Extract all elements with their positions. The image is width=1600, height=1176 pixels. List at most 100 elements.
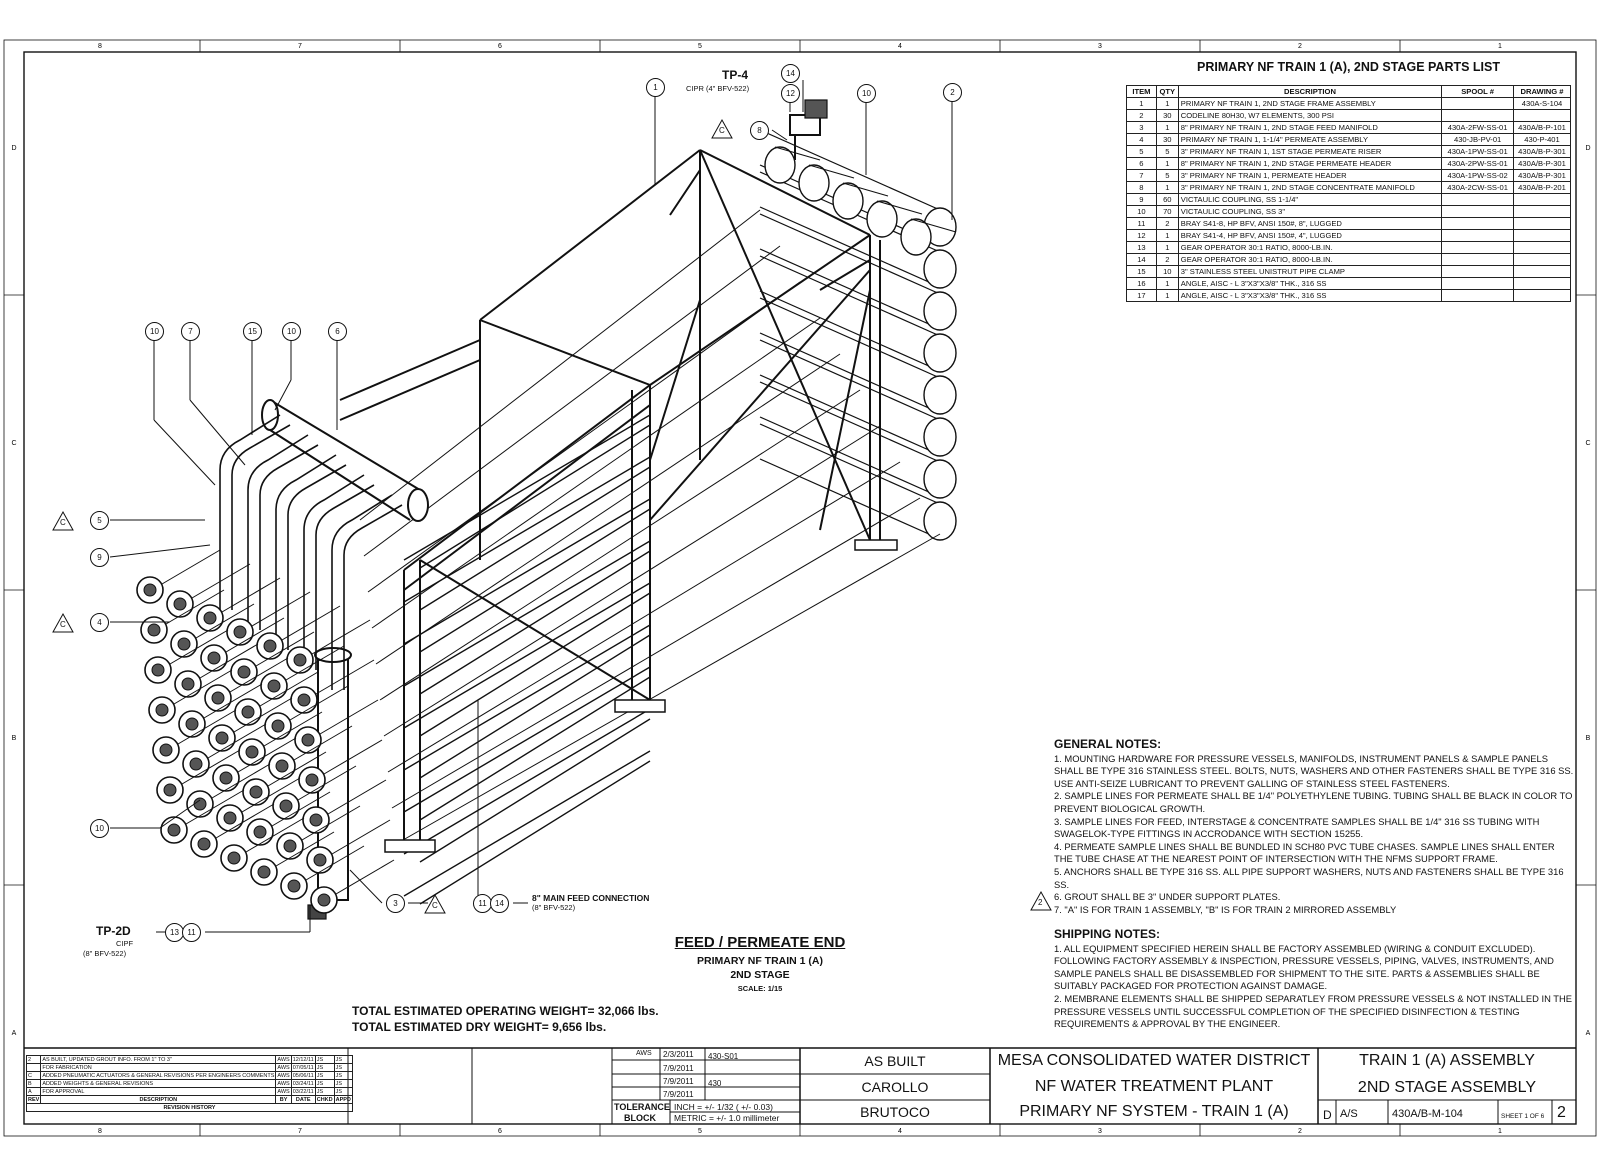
- grid-col-label: 8: [98, 43, 102, 50]
- item-balloon: 15: [243, 322, 262, 341]
- parts-list-cell: PRIMARY NF TRAIN 1, 2ND STAGE FRAME ASSE…: [1177, 97, 1443, 110]
- parts-list-cell: [1441, 193, 1515, 206]
- date-3: 7/9/2011: [663, 1077, 694, 1086]
- revision-cell: 03/24/11: [290, 1079, 316, 1088]
- general-note: 2. SAMPLE LINES FOR PERMEATE SHALL BE 1/…: [1054, 790, 1573, 814]
- tp2d-sub1: CIPF: [116, 939, 134, 948]
- revision-cell: JS: [314, 1055, 335, 1064]
- revision-cell: AWS: [275, 1087, 292, 1096]
- main-feed-label: 8" MAIN FEED CONNECTION: [532, 893, 650, 903]
- title-block-lines: [24, 1047, 1576, 1124]
- parts-list-cell: 70: [1155, 205, 1179, 218]
- shipping-notes-title: SHIPPING NOTES:: [1054, 927, 1161, 941]
- rev-tri-label: C: [60, 620, 66, 629]
- item-balloon: 9: [90, 548, 109, 567]
- item-balloon: 10: [145, 322, 164, 341]
- date-4: 7/9/2011: [663, 1090, 694, 1099]
- general-note: 7. "A" IS FOR TRAIN 1 ASSEMBLY, "B" IS F…: [1054, 903, 1397, 915]
- drawn-by: AWS: [636, 1050, 652, 1057]
- parts-list-cell: 3: [1126, 121, 1157, 134]
- parts-list-cell: [1513, 277, 1571, 290]
- item-balloon: 5: [90, 511, 109, 530]
- parts-list-cell: CODELINE 80H30, W7 ELEMENTS, 300 PSI: [1177, 109, 1443, 122]
- parts-list-cell: 430A-1PW-SS-02: [1441, 169, 1515, 182]
- parts-list-cell: 9: [1126, 193, 1157, 206]
- parts-list-cell: 1: [1155, 277, 1179, 290]
- parts-list-cell: 1: [1155, 157, 1179, 170]
- revision-cell: FOR APPROVAL: [40, 1087, 277, 1096]
- status: AS BUILT: [864, 1053, 926, 1069]
- revision-cell: JS: [314, 1071, 335, 1080]
- contractor: BRUTOCO: [860, 1104, 930, 1120]
- date-2: 7/9/2011: [663, 1064, 694, 1073]
- parts-list-cell: 430A/B-P-301: [1513, 157, 1571, 170]
- main-feed-sub: (8" BFV-522): [532, 903, 576, 912]
- parts-list-cell: 12: [1126, 229, 1157, 242]
- frame-assembly-drawing: [136, 99, 957, 920]
- parts-list-cell: 430-P-401: [1513, 133, 1571, 146]
- item-balloon: 6: [328, 322, 347, 341]
- revision-number: 2: [1557, 1104, 1566, 1121]
- revision-header: BY: [275, 1095, 292, 1104]
- project-line-3: PRIMARY NF SYSTEM - TRAIN 1 (A): [1019, 1103, 1289, 1120]
- grid-row-label: C: [11, 440, 16, 447]
- view-subtitle-2: 2ND STAGE: [730, 969, 790, 981]
- parts-list-cell: ANGLE, AISC - L 3"X3"X3/8" THK., 316 SS: [1177, 289, 1443, 302]
- parts-list-header: DRAWING #: [1513, 85, 1571, 98]
- parts-list-cell: [1513, 253, 1571, 266]
- revision-cell: 03/22/11: [290, 1087, 316, 1096]
- revision-header: CHKD: [314, 1095, 335, 1104]
- item-balloon: 14: [490, 894, 509, 913]
- parts-list-cell: [1513, 193, 1571, 206]
- drawing-title-1: TRAIN 1 (A) ASSEMBLY: [1359, 1052, 1535, 1069]
- parts-list-cell: [1441, 97, 1515, 110]
- parts-list-cell: 430A-2CW-SS-01: [1441, 181, 1515, 194]
- revision-cell: JS: [314, 1079, 335, 1088]
- grid-col-label: 3: [1098, 43, 1102, 50]
- leader-lines: [109, 80, 953, 933]
- parts-list-cell: ANGLE, AISC - L 3"X3"X3/8" THK., 316 SS: [1177, 277, 1443, 290]
- general-notes-title: GENERAL NOTES:: [1054, 737, 1162, 751]
- item-balloon: 3: [386, 894, 405, 913]
- revision-cell: AWS: [275, 1055, 292, 1064]
- grid-col-label: 7: [298, 43, 302, 50]
- grid-col-label: 1: [1498, 1128, 1502, 1135]
- parts-list-cell: 10: [1126, 205, 1157, 218]
- parts-list-cell: 14: [1126, 253, 1157, 266]
- item-balloon: 2: [943, 83, 962, 102]
- item-balloon: 7: [181, 322, 200, 341]
- general-note: 1. MOUNTING HARDWARE FOR PRESSURE VESSEL…: [1054, 752, 1574, 789]
- parts-list-cell: [1441, 109, 1515, 122]
- drawing-number: 430A/B-M-104: [1392, 1108, 1463, 1120]
- revision-triangles: [52, 118, 1052, 914]
- general-note: 5. ANCHORS SHALL BE TYPE 316 SS. ALL PIP…: [1054, 865, 1564, 890]
- parts-list-cell: 430A/B-P-201: [1513, 181, 1571, 194]
- item-balloon: 8: [750, 121, 769, 140]
- item-balloon: 11: [182, 923, 201, 942]
- parts-list-cell: 430A/B-P-301: [1513, 145, 1571, 158]
- parts-list-header: QTY: [1155, 85, 1179, 98]
- parts-list-cell: 5: [1126, 145, 1157, 158]
- rev-tri-label: C: [719, 126, 725, 135]
- tp2d-label: TP-2D: [96, 924, 131, 938]
- revision-cell: [25, 1063, 42, 1072]
- parts-list-cell: [1441, 265, 1515, 278]
- view-subtitle-1: PRIMARY NF TRAIN 1 (A): [697, 955, 823, 967]
- revision-cell: JS: [333, 1079, 353, 1088]
- parts-list-cell: [1441, 253, 1515, 266]
- parts-list-cell: [1513, 109, 1571, 122]
- parts-list-cell: [1513, 205, 1571, 218]
- parts-list-cell: 5: [1155, 145, 1179, 158]
- revision-history-label: REVISION HISTORY: [26, 1103, 353, 1112]
- revision-cell: JS: [314, 1087, 335, 1096]
- revision-cell: 2: [25, 1055, 42, 1064]
- parts-list-cell: 7: [1126, 169, 1157, 182]
